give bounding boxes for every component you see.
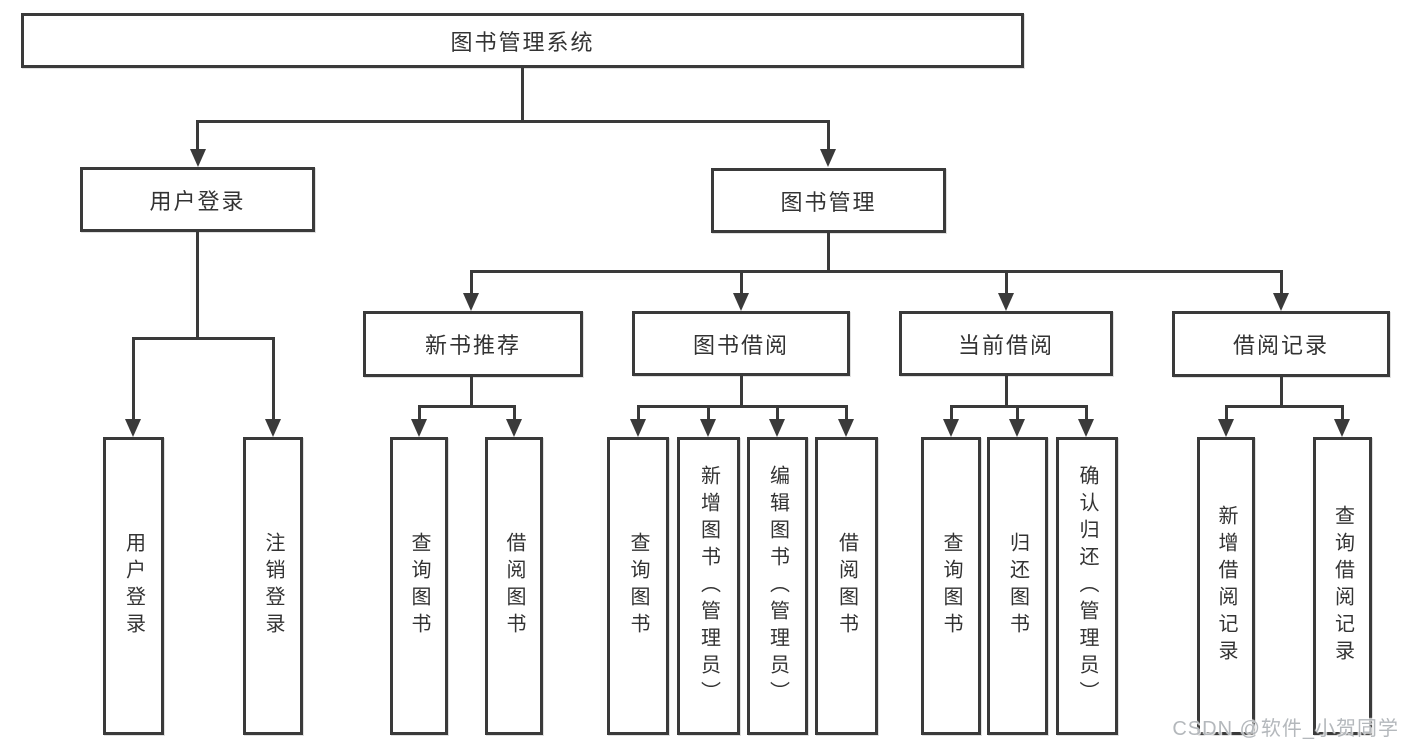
- arrowhead-icon: [190, 149, 206, 167]
- node-login: 用户登录: [103, 437, 164, 735]
- node-label: 查询借阅记录: [1331, 505, 1354, 667]
- arrowhead-icon: [1078, 419, 1094, 437]
- connector-line: [418, 405, 421, 419]
- node-cb-confirm: 确认归还（管理员）: [1056, 437, 1118, 735]
- node-label: 图书管理: [780, 189, 877, 215]
- node-label: 查询图书: [940, 532, 962, 640]
- connector-line: [950, 405, 1088, 408]
- connector-line: [470, 270, 473, 293]
- connector-line: [1280, 270, 1283, 293]
- watermark: CSDN @软件_小贺同学: [1172, 718, 1399, 740]
- node-bb-query: 查询图书: [607, 437, 669, 735]
- node-label: 借阅记录: [1232, 333, 1329, 358]
- node-bb-edit: 编辑图书（管理员）: [747, 437, 808, 735]
- connector-line: [470, 377, 473, 405]
- node-label: 归还图书: [1006, 532, 1029, 640]
- connector-line: [418, 405, 515, 408]
- connector-line: [637, 405, 640, 419]
- arrowhead-icon: [820, 149, 836, 167]
- node-user-login: 用户登录: [80, 167, 315, 232]
- arrowhead-icon: [733, 293, 749, 311]
- connector-line: [132, 337, 274, 340]
- connector-line: [196, 120, 829, 123]
- node-book-borrow: 图书借阅: [632, 311, 850, 376]
- connector-line: [845, 405, 848, 419]
- connector-line: [521, 68, 524, 120]
- connector-line: [740, 270, 743, 293]
- node-br-query: 查询借阅记录: [1313, 437, 1372, 735]
- connector-line: [1341, 405, 1344, 419]
- node-borrow-records: 借阅记录: [1172, 311, 1390, 377]
- connector-line: [132, 337, 135, 419]
- connector-line: [196, 120, 199, 149]
- connector-line: [740, 376, 743, 405]
- arrowhead-icon: [1009, 419, 1025, 437]
- node-label: 图书管理系统: [450, 29, 595, 55]
- node-bb-borrow: 借阅图书: [815, 437, 878, 735]
- node-cb-query: 查询图书: [921, 437, 981, 735]
- arrowhead-icon: [463, 293, 479, 311]
- connector-line: [707, 405, 710, 419]
- node-label: 新增图书（管理员）: [697, 464, 720, 708]
- arrowhead-icon: [1218, 419, 1234, 437]
- connector-line: [1005, 270, 1008, 293]
- node-bb-add: 新增图书（管理员）: [677, 437, 740, 735]
- connector-line: [1085, 405, 1088, 419]
- node-label: 图书借阅: [692, 332, 789, 358]
- connector-line: [950, 405, 953, 419]
- node-label: 查询图书: [627, 532, 649, 640]
- node-label: 借阅图书: [835, 532, 858, 640]
- node-label: 编辑图书（管理员）: [766, 464, 789, 708]
- arrowhead-icon: [769, 419, 785, 437]
- node-br-add: 新增借阅记录: [1197, 437, 1255, 735]
- arrowhead-icon: [265, 419, 281, 437]
- connector-line: [1005, 376, 1008, 405]
- connector-line: [827, 120, 830, 149]
- node-label: 确认归还（管理员）: [1076, 464, 1098, 708]
- arrowhead-icon: [700, 419, 716, 437]
- arrowhead-icon: [998, 293, 1014, 311]
- node-label: 新增借阅记录: [1215, 505, 1237, 667]
- arrowhead-icon: [125, 419, 141, 437]
- arrowhead-icon: [943, 419, 959, 437]
- node-nb-borrow: 借阅图书: [485, 437, 543, 735]
- connector-line: [196, 232, 199, 337]
- arrowhead-icon: [838, 419, 854, 437]
- connector-line: [470, 270, 1282, 273]
- connector-line: [637, 405, 847, 408]
- node-label: 查询图书: [408, 532, 430, 640]
- node-label: 借阅图书: [503, 532, 525, 640]
- node-label: 注销登录: [262, 532, 284, 640]
- connector-line: [1225, 405, 1343, 408]
- node-nb-query: 查询图书: [390, 437, 448, 735]
- connector-line: [513, 405, 516, 419]
- node-cb-return: 归还图书: [987, 437, 1048, 735]
- node-book-mgmt: 图书管理: [711, 168, 946, 233]
- node-logout: 注销登录: [243, 437, 303, 735]
- node-root: 图书管理系统: [21, 13, 1024, 68]
- node-label: 用户登录: [122, 532, 145, 640]
- arrowhead-icon: [411, 419, 427, 437]
- node-current-borrow: 当前借阅: [899, 311, 1113, 376]
- connector-line: [272, 337, 275, 419]
- connector-line: [776, 405, 779, 419]
- connector-line: [1225, 405, 1228, 419]
- node-new-books: 新书推荐: [363, 311, 583, 377]
- node-label: 新书推荐: [424, 333, 521, 358]
- node-label: 当前借阅: [957, 332, 1054, 358]
- arrowhead-icon: [630, 419, 646, 437]
- arrowhead-icon: [506, 419, 522, 437]
- node-label: 用户登录: [149, 188, 246, 214]
- arrowhead-icon: [1334, 419, 1350, 437]
- connector-line: [827, 233, 830, 270]
- connector-line: [1280, 377, 1283, 405]
- connector-line: [1016, 405, 1019, 419]
- arrowhead-icon: [1273, 293, 1289, 311]
